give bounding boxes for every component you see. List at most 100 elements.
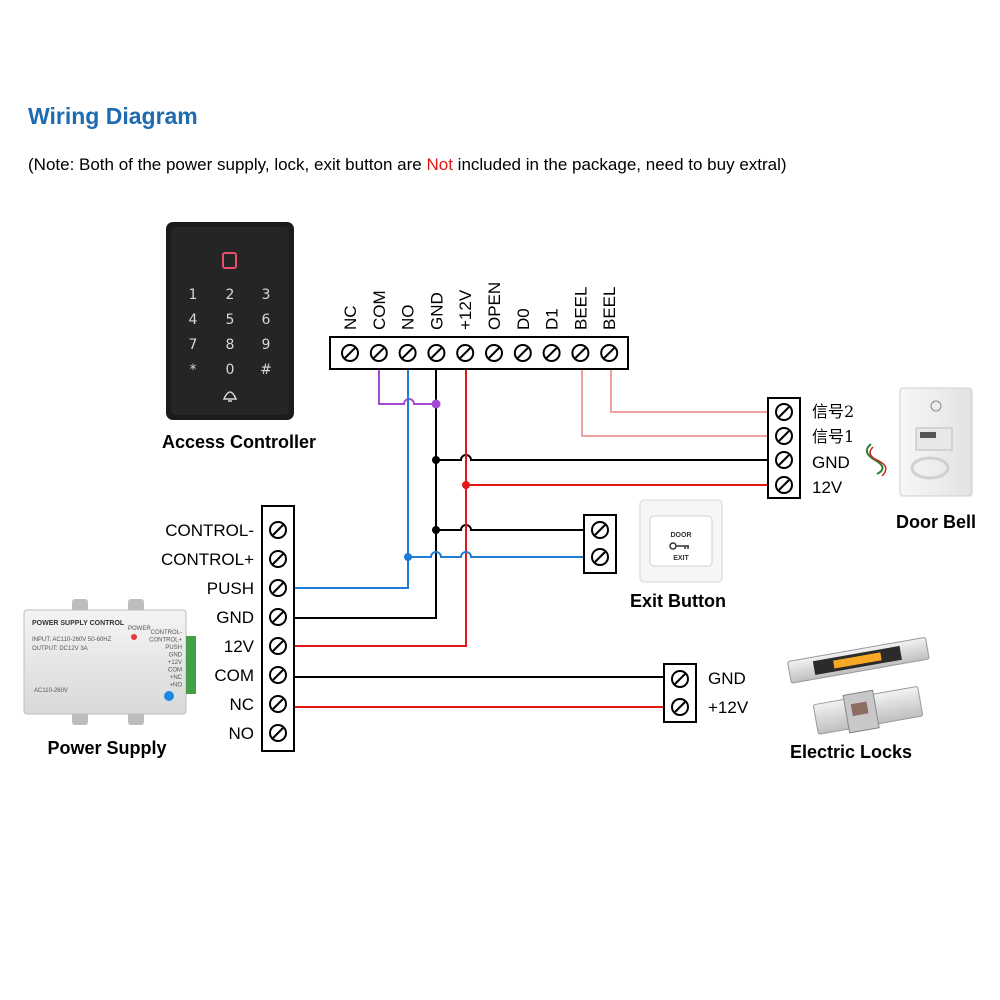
door-bell-label: Door Bell bbox=[896, 512, 976, 532]
keypad-key: # bbox=[260, 362, 272, 378]
power-supply-label: Power Supply bbox=[47, 738, 166, 758]
lock-terminal-block: GND +12V bbox=[663, 663, 749, 723]
junction-dot bbox=[462, 481, 470, 489]
keypad-key: 7 bbox=[189, 337, 198, 353]
wires bbox=[290, 365, 776, 708]
terminal-screw-icon bbox=[369, 344, 388, 362]
keypad-key: 5 bbox=[226, 312, 235, 328]
controller-terminal-label: D1 bbox=[543, 308, 562, 330]
access-controller-label: Access Controller bbox=[162, 432, 316, 452]
controller-terminal-label: BEEL bbox=[600, 287, 619, 330]
electric-locks-label: Electric Locks bbox=[790, 742, 912, 762]
terminal-screw-icon bbox=[269, 579, 287, 597]
keypad-key: * bbox=[190, 362, 197, 378]
psu-terminal-label: NO bbox=[229, 724, 255, 743]
terminal-screw-icon bbox=[542, 344, 561, 362]
psu-power-text: POWER bbox=[128, 626, 151, 632]
wire-12v bbox=[290, 365, 467, 647]
psu-device-title: POWER SUPPLY CONTROL bbox=[32, 620, 125, 627]
psu-device-pin-label: CONTROL- bbox=[151, 630, 182, 636]
terminal-screw-icon bbox=[398, 344, 417, 362]
keypad-key: 4 bbox=[189, 312, 198, 328]
terminal-screw-icon bbox=[269, 666, 287, 684]
junction-dot bbox=[432, 526, 440, 534]
controller-terminal-label: NC bbox=[341, 305, 360, 330]
bell-terminal-label: 信号2 bbox=[812, 402, 854, 421]
wire-bell-signal1 bbox=[581, 365, 776, 437]
bell-terminal-label: 12V bbox=[812, 478, 843, 497]
keypad-key: 8 bbox=[226, 337, 235, 353]
lock-terminal-label: GND bbox=[708, 669, 746, 688]
controller-terminal-label: GND bbox=[427, 292, 446, 330]
terminal-screw-icon bbox=[269, 608, 287, 626]
terminal-screw-icon bbox=[775, 476, 793, 494]
psu-terminal-label: 12V bbox=[224, 637, 255, 656]
terminal-screw-icon bbox=[513, 344, 532, 362]
lock-terminal-label: +12V bbox=[708, 698, 749, 717]
terminal-screw-icon bbox=[427, 344, 446, 362]
terminal-screw-icon bbox=[456, 344, 475, 362]
keypad-key: 0 bbox=[226, 362, 235, 378]
terminal-screw-icon bbox=[671, 670, 689, 688]
terminal-screw-icon bbox=[341, 344, 359, 362]
psu-device-pin-label: GND bbox=[169, 653, 183, 659]
controller-terminal-label: +12V bbox=[456, 289, 475, 330]
wire-exit-push bbox=[408, 551, 592, 558]
terminal-screw-icon bbox=[775, 427, 793, 445]
psu-power-led bbox=[131, 634, 137, 640]
controller-terminal-label: NO bbox=[399, 305, 418, 331]
psu-terminal-label: CONTROL- bbox=[165, 521, 254, 540]
exit-button-terminal-block bbox=[583, 514, 617, 574]
keypad-key: 3 bbox=[262, 287, 271, 303]
terminal-screw-icon bbox=[775, 451, 793, 469]
terminal-screw-icon bbox=[591, 548, 609, 566]
keypad-key: 2 bbox=[226, 287, 235, 303]
electric-locks-device bbox=[787, 637, 930, 735]
psu-device-input: INPUT: AC110-260V 50-60HZ bbox=[32, 637, 112, 643]
exit-face-top: DOOR bbox=[671, 532, 692, 539]
exit-face-bottom: EXIT bbox=[673, 555, 689, 562]
psu-device-pin-label: +12V bbox=[168, 660, 182, 666]
psu-device-pin-label: COM bbox=[168, 668, 182, 674]
wire-no-push bbox=[290, 365, 409, 589]
junction-dot bbox=[404, 553, 412, 561]
bell-key-icon bbox=[222, 391, 238, 402]
terminal-screw-icon bbox=[671, 698, 689, 716]
wire-bell-gnd bbox=[436, 454, 776, 461]
note-text-end: included in the package, need to buy ext… bbox=[452, 155, 787, 174]
terminal-screw-icon bbox=[485, 344, 503, 362]
psu-device-pin-label: CONTROL+ bbox=[149, 638, 182, 644]
package-note: (Note: Both of the power supply, lock, e… bbox=[28, 155, 787, 175]
wire-gnd bbox=[290, 365, 437, 619]
wire-bell-signal2 bbox=[610, 365, 776, 413]
exit-button-device: DOOR EXIT bbox=[639, 499, 723, 583]
note-highlight: Not bbox=[426, 155, 453, 174]
controller-terminal-label: OPEN bbox=[485, 282, 504, 330]
door-bell-device bbox=[865, 387, 973, 497]
psu-terminal-label: CONTROL+ bbox=[161, 550, 254, 569]
page-title: Wiring Diagram bbox=[28, 103, 198, 129]
junction-dot bbox=[431, 399, 441, 409]
keypad-key: 6 bbox=[262, 312, 271, 328]
power-supply-device: POWER SUPPLY CONTROL INPUT: AC110-260V 5… bbox=[23, 599, 196, 725]
terminal-screw-icon bbox=[571, 344, 590, 362]
controller-terminal-label: COM bbox=[370, 290, 389, 330]
keypad-key: 9 bbox=[262, 337, 271, 353]
note-text-start: (Note: Both of the power supply, lock, e… bbox=[28, 155, 427, 174]
key-icon bbox=[669, 542, 689, 550]
terminal-screw-icon bbox=[269, 521, 287, 539]
psu-ac-text: AC110-260V bbox=[34, 688, 68, 694]
terminal-screw-icon bbox=[591, 521, 609, 539]
terminal-screw-icon bbox=[600, 344, 619, 362]
bell-terminal-label: GND bbox=[812, 453, 850, 472]
keypad-key: 1 bbox=[189, 287, 198, 303]
psu-device-pin-label: PUSH bbox=[165, 645, 182, 651]
psu-terminal-label: PUSH bbox=[207, 579, 254, 598]
psu-adjust-knob bbox=[164, 691, 174, 701]
psu-device-pin-label: +NC bbox=[170, 675, 183, 681]
exit-button-label: Exit Button bbox=[630, 591, 726, 611]
terminal-screw-icon bbox=[269, 695, 287, 713]
